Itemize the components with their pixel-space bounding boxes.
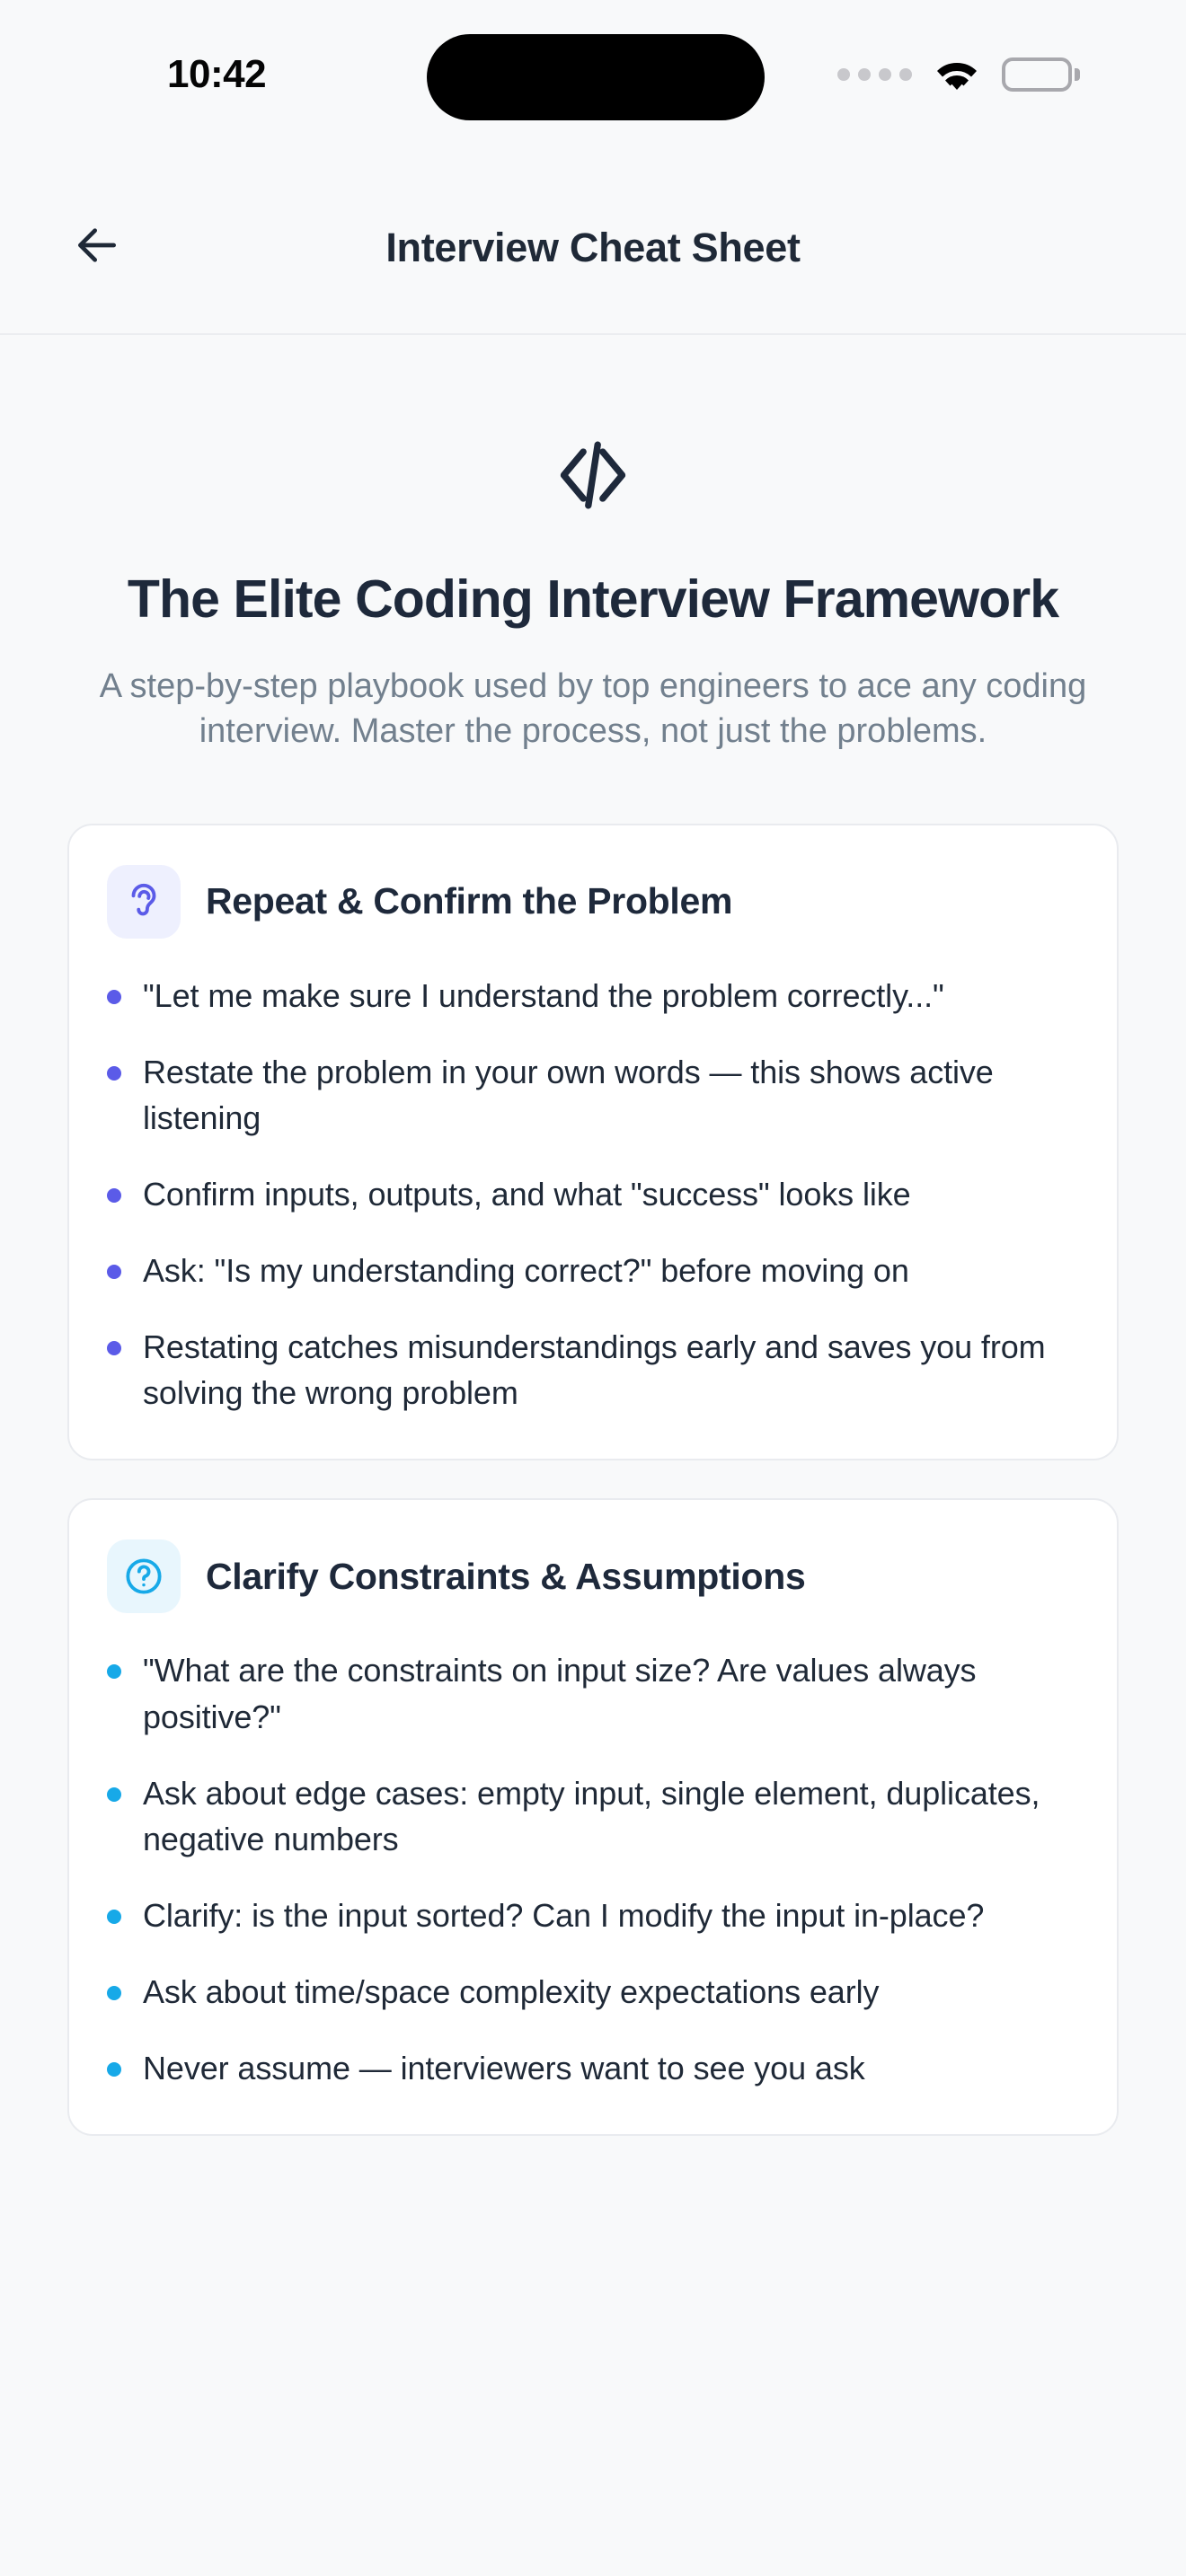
bullet-text: Clarify: is the input sorted? Can I modi… (143, 1896, 985, 1934)
bullet-text: "Let me make sure I understand the probl… (143, 976, 944, 1014)
bullet-list: "Let me make sure I understand the probl… (107, 973, 1079, 1416)
bullet-dot-icon (107, 1341, 121, 1356)
cards-list: Repeat & Confirm the Problem "Let me make… (0, 754, 1186, 2137)
bullet-text: Confirm inputs, outputs, and what "succe… (143, 1176, 911, 1213)
bullet-dot-icon (107, 1065, 121, 1081)
hero-title: The Elite Coding Interview Framework (127, 569, 1059, 629)
bullet-dot-icon (107, 2062, 121, 2078)
bullet-text: Ask about time/space complexity expectat… (143, 1972, 880, 2010)
page-title: Interview Cheat Sheet (385, 224, 801, 270)
battery-full-icon (1002, 57, 1080, 92)
bullet-list: "What are the constraints on input size?… (107, 1647, 1079, 2091)
card-header: Repeat & Confirm the Problem (107, 864, 1079, 939)
framework-card: Repeat & Confirm the Problem "Let me make… (67, 823, 1119, 1461)
nav-bar: Interview Cheat Sheet (0, 162, 1186, 335)
signal-dots-icon (837, 68, 912, 81)
bullet-text: Restating catches misunderstandings earl… (143, 1328, 1046, 1412)
bullet-text: Ask about edge cases: empty input, singl… (143, 1774, 1040, 1857)
card-header: Clarify Constraints & Assumptions (107, 1539, 1079, 1614)
card-title: Repeat & Confirm the Problem (206, 880, 733, 922)
bullet-dot-icon (107, 1909, 121, 1924)
bullet-dot-icon (107, 989, 121, 1004)
bullet-item: Ask about time/space complexity expectat… (107, 1969, 1079, 2015)
code-brackets-icon (86, 428, 1100, 522)
bullet-dot-icon (107, 1985, 121, 2000)
bullet-dot-icon (107, 1786, 121, 1802)
bullet-dot-icon (107, 1188, 121, 1203)
bullet-item: Clarify: is the input sorted? Can I modi… (107, 1892, 1079, 1938)
back-button[interactable] (65, 216, 129, 280)
bullet-item: Confirm inputs, outputs, and what "succe… (107, 1171, 1079, 1217)
bullet-item: Restate the problem in your own words — … (107, 1049, 1079, 1141)
bullet-text: Ask: "Is my understanding correct?" befo… (143, 1252, 909, 1290)
scroll-content[interactable]: The Elite Coding Interview Framework A s… (0, 335, 1186, 2576)
bullet-dot-icon (107, 1265, 121, 1280)
bullet-item: Ask: "Is my understanding correct?" befo… (107, 1248, 1079, 1293)
bullet-item: "Let me make sure I understand the probl… (107, 973, 1079, 1019)
arrow-left-icon (72, 220, 122, 275)
dynamic-island (427, 34, 765, 120)
bullet-item: Never assume — interviewers want to see … (107, 2045, 1079, 2091)
bullet-item: Restating catches misunderstandings earl… (107, 1324, 1079, 1416)
hero-subtitle: A step-by-step playbook used by top engi… (99, 666, 1087, 751)
bullet-text: Restate the problem in your own words — … (143, 1053, 994, 1136)
bullet-dot-icon (107, 1664, 121, 1680)
status-time: 10:42 (167, 52, 267, 96)
status-indicators (837, 56, 1080, 93)
hero-section: The Elite Coding Interview Framework A s… (0, 335, 1186, 754)
bullet-item: "What are the constraints on input size?… (107, 1647, 1079, 1739)
ear-icon (107, 864, 181, 939)
framework-card: Clarify Constraints & Assumptions "What a… (67, 1498, 1119, 2137)
status-bar: 10:42 (0, 0, 1186, 162)
help-circle-icon (107, 1539, 181, 1614)
wifi-icon (932, 56, 982, 93)
bullet-text: Never assume — interviewers want to see … (143, 2050, 865, 2087)
bullet-text: "What are the constraints on input size?… (143, 1652, 977, 1735)
card-title: Clarify Constraints & Assumptions (206, 1555, 806, 1597)
bullet-item: Ask about edge cases: empty input, singl… (107, 1770, 1079, 1862)
